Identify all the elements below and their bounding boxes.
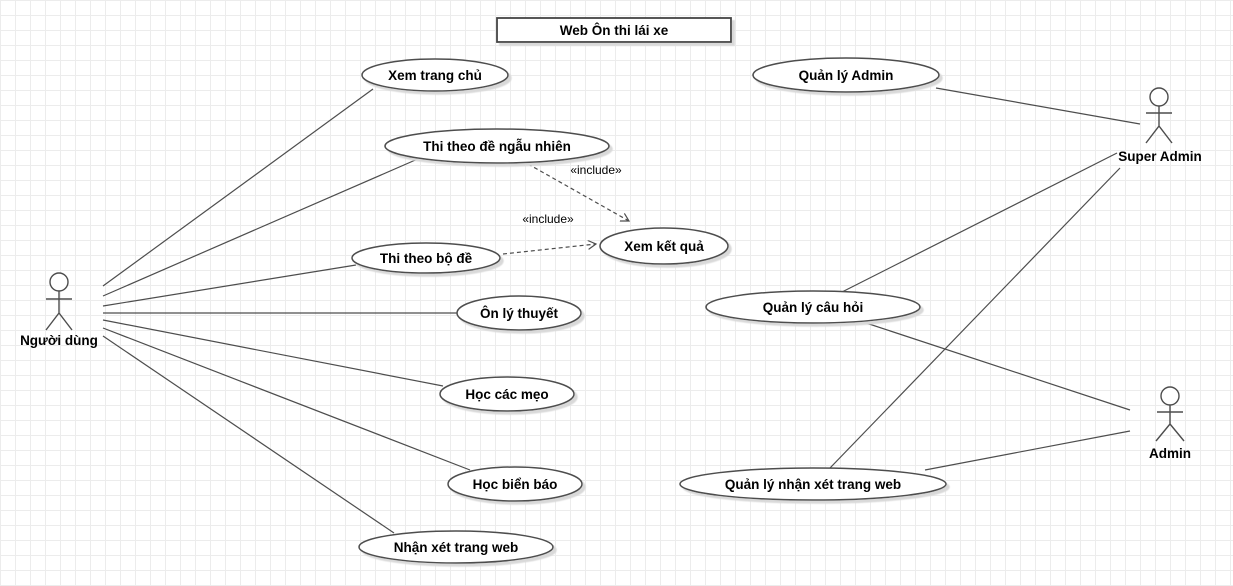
usecase-label: Quản lý Admin (799, 68, 894, 83)
assoc-quan-ly-cau-hoi-admin (859, 320, 1131, 411)
usecase-label: Thi theo bộ đề (380, 251, 473, 266)
usecase-label: Ôn lý thuyết (480, 306, 559, 321)
assoc-quan-ly-nhan-xet-super-admin (829, 167, 1121, 469)
assoc-user-thi-bo-de (102, 264, 357, 307)
usecase-thi-theo-bo-de[interactable]: Thi theo bộ đề (351, 242, 501, 274)
usecase-label: Xem kết quả (624, 239, 704, 254)
usecase-label: Quản lý nhận xét trang web (725, 477, 901, 492)
assoc-quan-ly-admin-super-admin (935, 87, 1141, 125)
usecase-label: Thi theo đề ngẫu nhiên (423, 139, 571, 154)
assoc-user-thi-de-ngau-nhien (102, 157, 421, 297)
assoc-user-hoc-bien-bao (102, 327, 471, 471)
usecase-xem-trang-chu[interactable]: Xem trang chủ (361, 58, 509, 92)
usecase-thi-theo-de-ngau-nhien[interactable]: Thi theo đề ngẫu nhiên (384, 128, 610, 164)
include-arrow-bo-de-ket-qua (502, 244, 596, 255)
usecase-label: Xem trang chủ (388, 68, 482, 83)
usecase-label: Quản lý câu hỏi (763, 300, 864, 315)
stick-figure-icon (1145, 87, 1173, 144)
actor-super-admin[interactable]: Super Admin (1118, 87, 1202, 164)
actor-admin[interactable]: Admin (1149, 386, 1191, 461)
stick-figure-icon (45, 272, 73, 331)
usecase-quan-ly-cau-hoi[interactable]: Quản lý câu hỏi (705, 290, 921, 324)
usecase-quan-ly-admin[interactable]: Quản lý Admin (752, 57, 940, 93)
assoc-quan-ly-nhan-xet-admin (924, 430, 1131, 471)
usecase-nhan-xet-trang-web[interactable]: Nhận xét trang web (358, 530, 554, 564)
usecase-hoc-cac-meo[interactable]: Học các mẹo (439, 376, 575, 412)
assoc-user-xem-trang-chu (102, 88, 374, 287)
usecase-label: Học biển báo (473, 477, 558, 492)
assoc-quan-ly-cau-hoi-super-admin (841, 152, 1118, 293)
include-arrow-de-ngau-nhien-ket-qua (527, 163, 629, 221)
usecase-label: Học các mẹo (465, 387, 548, 402)
diagram-title: Web Ôn thi lái xe (560, 23, 669, 38)
usecase-label: Nhận xét trang web (394, 540, 519, 555)
diagram-title-box: Web Ôn thi lái xe (496, 17, 732, 43)
actor-label: Super Admin (1118, 149, 1202, 164)
assoc-user-hoc-cac-meo (102, 319, 444, 387)
stick-figure-icon (1155, 386, 1185, 442)
actor-label: Admin (1149, 446, 1191, 461)
include-dependencies: «include» «include» (502, 163, 629, 255)
usecase-xem-ket-qua[interactable]: Xem kết quả (599, 227, 729, 265)
usecase-hoc-bien-bao[interactable]: Học biển báo (447, 466, 583, 502)
actor-nguoi-dung[interactable]: Người dùng (20, 272, 98, 348)
usecase-quan-ly-nhan-xet-trang-web[interactable]: Quản lý nhận xét trang web (679, 467, 947, 501)
associations-user (102, 88, 471, 534)
include-label-1: «include» (570, 163, 622, 177)
associations-admins (829, 87, 1141, 471)
usecase-on-ly-thuyet[interactable]: Ôn lý thuyết (456, 295, 582, 331)
actor-label: Người dùng (20, 333, 98, 348)
include-label-2: «include» (522, 212, 574, 226)
assoc-user-nhan-xet-trang-web (102, 335, 395, 534)
